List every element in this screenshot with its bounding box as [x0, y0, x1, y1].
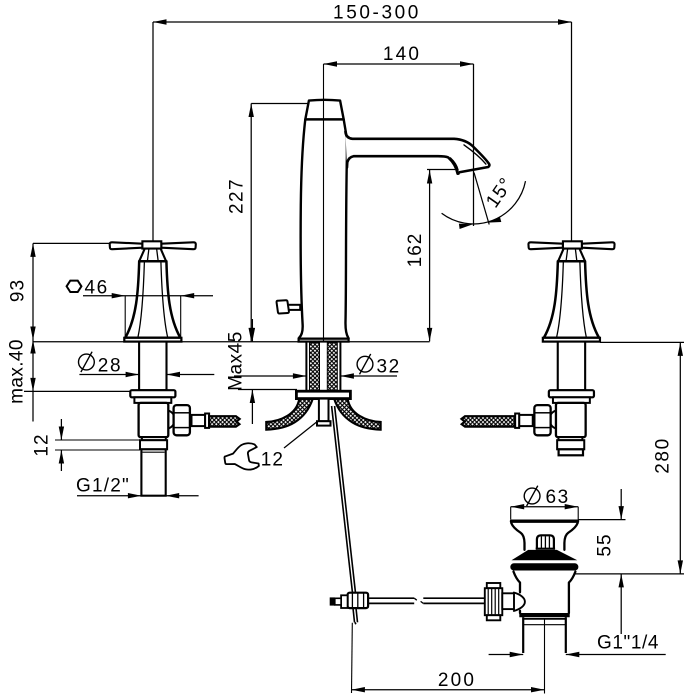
svg-text:93: 93 [8, 279, 29, 302]
svg-text:150-300: 150-300 [333, 3, 421, 24]
svg-text:G1/2": G1/2" [76, 475, 130, 496]
svg-text:12: 12 [261, 449, 284, 470]
svg-text:162: 162 [405, 233, 426, 268]
svg-text:280: 280 [653, 437, 674, 474]
svg-text:G1"1/4: G1"1/4 [597, 633, 659, 654]
svg-text:46: 46 [85, 278, 109, 299]
svg-text:12: 12 [32, 433, 53, 456]
svg-text:63: 63 [546, 487, 570, 508]
svg-text:200: 200 [438, 670, 476, 691]
svg-text:Max45: Max45 [226, 331, 247, 391]
svg-text:55: 55 [595, 533, 616, 556]
svg-text:227: 227 [227, 178, 248, 214]
svg-text:max.40: max.40 [7, 339, 28, 404]
svg-text:140: 140 [383, 44, 421, 65]
svg-text:32: 32 [377, 356, 401, 377]
svg-text:28: 28 [98, 355, 122, 376]
